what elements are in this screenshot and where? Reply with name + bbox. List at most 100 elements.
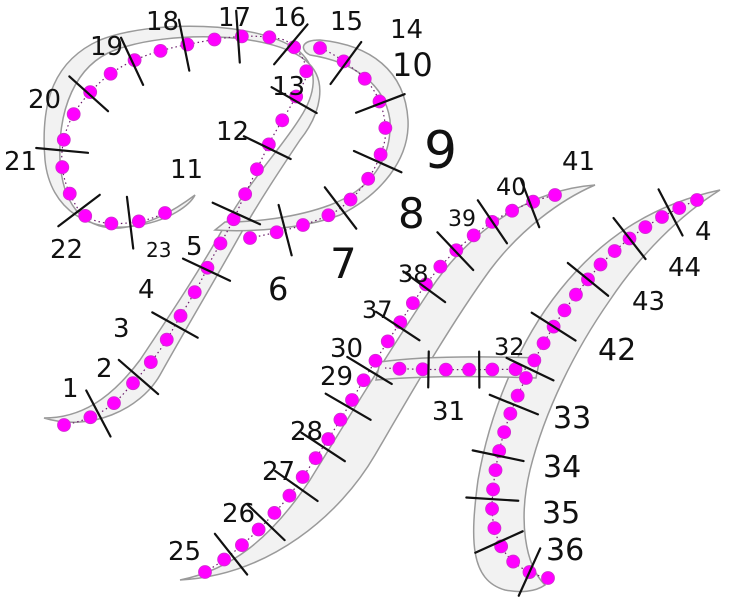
trace-dot <box>569 288 582 301</box>
segment-label-17: 17 <box>218 3 251 33</box>
segment-label-43: 43 <box>632 287 665 317</box>
segment-label-38: 38 <box>398 260 429 288</box>
trace-dot <box>558 304 571 317</box>
trace-dot <box>214 237 227 250</box>
segment-label-2: 2 <box>96 354 113 384</box>
trace-dot <box>549 189 562 202</box>
trace-dot <box>296 471 309 484</box>
segment-label-19: 19 <box>90 32 123 62</box>
segment-label-4-end: 4 <box>695 217 712 247</box>
trace-dot <box>504 407 517 420</box>
trace-dot <box>188 286 201 299</box>
segment-label-44: 44 <box>668 253 701 283</box>
trace-dot <box>362 172 375 185</box>
segment-label-18: 18 <box>146 7 179 37</box>
trace-dot <box>79 209 92 222</box>
segment-label-8: 8 <box>398 189 425 238</box>
trace-dot <box>334 413 347 426</box>
trace-dot <box>296 219 309 232</box>
segment-label-36: 36 <box>546 533 584 568</box>
trace-dot <box>107 397 120 410</box>
trace-dot <box>369 354 382 367</box>
trace-dot <box>608 245 621 258</box>
trace-dot <box>309 452 322 465</box>
segment-label-16: 16 <box>273 3 306 33</box>
trace-dot <box>57 133 70 146</box>
trace-dot <box>159 207 172 220</box>
trace-dot <box>434 260 447 273</box>
segment-tick <box>428 351 429 387</box>
segment-label-26: 26 <box>222 499 255 529</box>
trace-dot <box>450 244 463 257</box>
segment-label-32: 32 <box>494 333 525 361</box>
trace-dot <box>154 44 167 57</box>
trace-dot <box>199 566 212 579</box>
segment-label-4: 4 <box>138 275 155 305</box>
trace-dot <box>239 188 252 201</box>
trace-dot <box>498 426 511 439</box>
segment-label-34: 34 <box>543 450 581 485</box>
trace-dot <box>346 393 359 406</box>
segment-label-9: 9 <box>424 121 457 181</box>
segment-label-22: 22 <box>50 235 83 265</box>
segment-label-40: 40 <box>496 173 527 201</box>
trace-dot <box>507 555 520 568</box>
trace-dot <box>132 215 145 228</box>
trace-dot <box>506 204 519 217</box>
trace-dot <box>63 187 76 200</box>
segment-label-12: 12 <box>216 117 249 147</box>
trace-dot <box>511 389 524 402</box>
trace-dot <box>56 161 69 174</box>
trace-dot <box>393 362 406 375</box>
trace-dot <box>542 572 555 585</box>
segment-label-29: 29 <box>320 362 353 392</box>
segment-label-33: 33 <box>553 401 591 436</box>
trace-dot <box>174 309 187 322</box>
trace-dot <box>58 419 71 432</box>
trace-dot <box>406 297 419 310</box>
trace-dot <box>486 363 499 376</box>
trace-dot <box>673 202 686 215</box>
trace-dot <box>144 356 157 369</box>
segment-label-15: 15 <box>330 7 363 37</box>
trace-dot <box>594 258 607 271</box>
segment-label-39: 39 <box>448 207 476 232</box>
trace-dot <box>463 363 476 376</box>
trace-dot <box>489 464 502 477</box>
segment-label-7: 7 <box>330 239 357 288</box>
trace-dot <box>488 522 501 535</box>
trace-dot <box>528 354 541 367</box>
segment-label-3: 3 <box>113 314 130 344</box>
trace-dot <box>416 363 429 376</box>
trace-dot <box>268 506 281 519</box>
trace-dot <box>357 374 370 387</box>
trace-dot <box>283 489 296 502</box>
trace-dot <box>104 67 117 80</box>
segment-label-30: 30 <box>330 334 363 364</box>
trace-dot <box>276 114 289 127</box>
trace-dot <box>160 333 173 346</box>
trace-dot <box>322 209 335 222</box>
trace-dot <box>322 433 335 446</box>
trace-dot <box>537 337 550 350</box>
segment-label-23: 23 <box>146 238 171 262</box>
glyph-h-right-outline <box>474 190 720 592</box>
segment-label-13: 13 <box>272 72 305 102</box>
trace-dot <box>250 163 263 176</box>
trace-dot <box>486 502 499 515</box>
segment-label-6: 6 <box>268 270 288 308</box>
segment-label-14: 14 <box>390 15 423 45</box>
trace-dot <box>381 335 394 348</box>
segment-label-28: 28 <box>290 417 323 447</box>
segment-label-25: 25 <box>168 537 201 567</box>
trace-dot <box>344 193 357 206</box>
trace-dot <box>639 221 652 234</box>
segment-label-1: 1 <box>62 374 79 404</box>
segment-label-21: 21 <box>4 147 37 177</box>
trace-dot <box>105 217 118 230</box>
trace-dot <box>374 148 387 161</box>
trace-dot <box>235 539 248 552</box>
segment-label-5: 5 <box>186 232 203 262</box>
